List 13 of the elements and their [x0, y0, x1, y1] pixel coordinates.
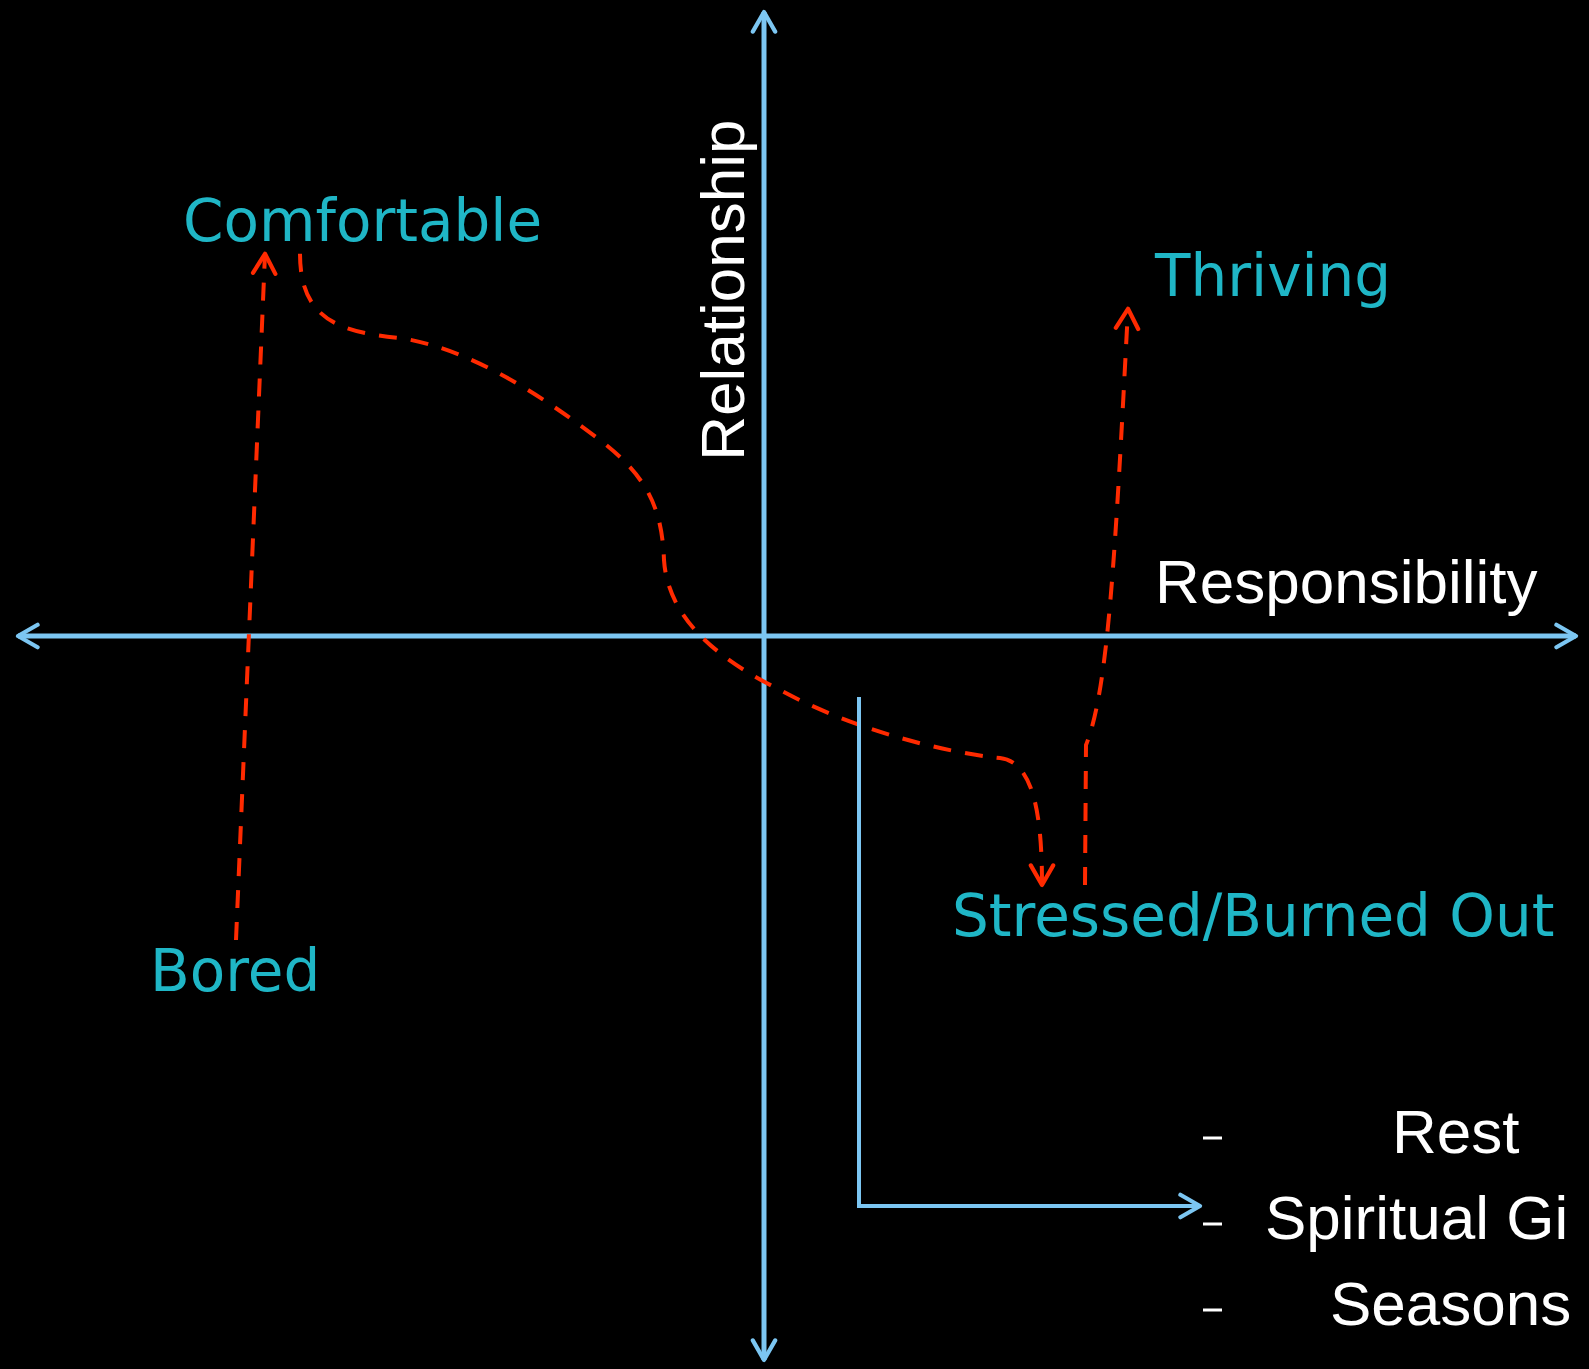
dashed-arrow — [1083, 306, 1141, 885]
quadrant-label: Bored — [150, 940, 321, 1004]
axis-label: Relationship — [688, 119, 757, 461]
dashed-arrow — [298, 253, 1056, 888]
axis-label: Responsibility — [1155, 548, 1538, 617]
quadrant-label: Thriving — [1155, 245, 1392, 309]
quadrant-label: Comfortable — [183, 190, 543, 254]
dashed-arrow — [234, 251, 278, 941]
list-item: Rest — [1392, 1098, 1520, 1167]
arrow — [857, 697, 1203, 1220]
quadrant-label: Stressed/Burned Out — [952, 885, 1555, 949]
list-item: Seasons — [1330, 1270, 1572, 1339]
list-item: Spiritual Gi — [1265, 1184, 1569, 1253]
